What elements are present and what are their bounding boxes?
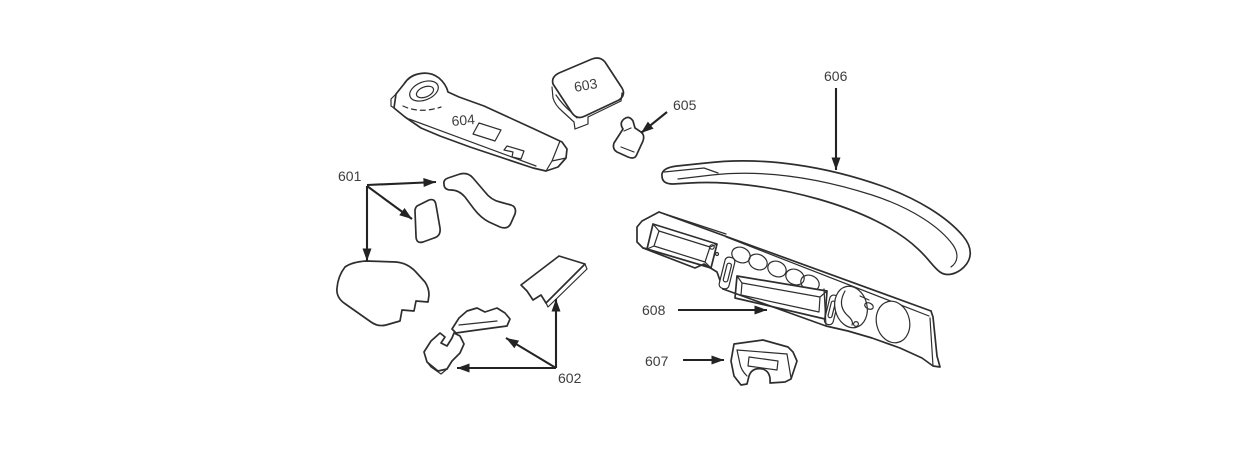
part-604-console-drawing xyxy=(390,72,568,172)
cap-left-inner xyxy=(736,349,748,377)
console-end-facets xyxy=(545,140,567,172)
console-dashed-crease xyxy=(402,105,442,111)
shifter-ring-inner xyxy=(415,85,435,99)
dash-top-edge xyxy=(658,211,932,312)
callout-arrows xyxy=(362,88,841,373)
label-607: 607 xyxy=(645,353,669,369)
pad-right-edge xyxy=(587,92,623,118)
part-607-cap-drawing xyxy=(730,339,798,386)
pad-inner-line xyxy=(555,94,578,119)
arrow-605 xyxy=(640,111,668,134)
carpet-middle-crease xyxy=(458,320,498,326)
small-oval-opening xyxy=(864,302,874,310)
dash-lower-right-edge xyxy=(722,288,941,368)
slot-bracket-left xyxy=(718,256,736,290)
gauge-center-hole xyxy=(852,321,859,328)
dash-tip-inner xyxy=(929,317,934,367)
carpet-slab-thickness xyxy=(545,263,588,308)
part-606-dash-pad-drawing xyxy=(661,160,972,276)
recessed-strip-inner xyxy=(740,282,821,313)
console-left-flange xyxy=(390,93,397,109)
carpet-notched-thickness xyxy=(426,361,448,375)
pad-top-face xyxy=(551,57,625,119)
pad-left-edge xyxy=(551,86,576,130)
part-number-labels: 601 602 603 604 605 606 607 608 xyxy=(338,68,848,386)
carpet-wavy-strip xyxy=(442,172,517,229)
part-605-bracket-drawing xyxy=(612,116,645,159)
bracket-inner-line xyxy=(620,127,635,153)
cap-right-inner xyxy=(786,353,792,379)
label-606: 606 xyxy=(824,68,848,84)
screw-hole-1 xyxy=(709,244,715,250)
panel-tick xyxy=(859,295,870,301)
part-608-dash-panel-drawing xyxy=(636,211,941,368)
part-602-carpet-pieces-drawing xyxy=(423,255,588,375)
carpet-notched-piece xyxy=(423,332,465,372)
label-605: 605 xyxy=(673,97,697,113)
vent-oval-2 xyxy=(748,253,768,271)
carpet-middle-piece xyxy=(451,307,511,334)
shifter-ring-outer xyxy=(409,80,439,102)
arrow-602-diagonal xyxy=(505,337,557,369)
label-602: 602 xyxy=(558,370,582,386)
bracket-outline xyxy=(612,116,645,159)
console-outline xyxy=(393,72,568,172)
dash-pad-outline xyxy=(661,160,972,276)
console-step-notch xyxy=(503,145,525,160)
label-601: 601 xyxy=(338,168,362,184)
glove-ridge xyxy=(658,211,727,235)
dash-lower-left-edge xyxy=(642,247,724,290)
arrow-601-right xyxy=(366,178,437,188)
label-603: 603 xyxy=(573,75,599,95)
part-601-carpet-pieces-drawing xyxy=(336,172,517,327)
gauge-opening-2 xyxy=(875,300,911,344)
cap-top-inner xyxy=(736,349,788,355)
carpet-slab-piece xyxy=(520,255,586,304)
vent-oval-3 xyxy=(767,260,787,278)
vent-oval-4 xyxy=(785,268,805,286)
panel-seam xyxy=(823,288,827,327)
carpet-trapezoid-piece xyxy=(414,198,441,244)
label-608: 608 xyxy=(642,302,666,318)
carpet-large-piece xyxy=(336,260,430,327)
arrow-601-diagonal xyxy=(366,185,413,220)
pad-bottom-facet xyxy=(574,116,589,130)
screw-hole-2 xyxy=(714,251,720,257)
console-hole xyxy=(472,122,502,142)
part-603-pad-drawing xyxy=(551,57,625,130)
label-604: 604 xyxy=(451,111,476,129)
dash-pad-crease xyxy=(677,172,958,268)
dash-pad-left-tab xyxy=(663,167,719,174)
gauge-needle-detail xyxy=(840,290,854,326)
cap-slot xyxy=(747,356,779,371)
strip-connectors xyxy=(736,275,828,298)
cap-outline xyxy=(730,339,798,386)
